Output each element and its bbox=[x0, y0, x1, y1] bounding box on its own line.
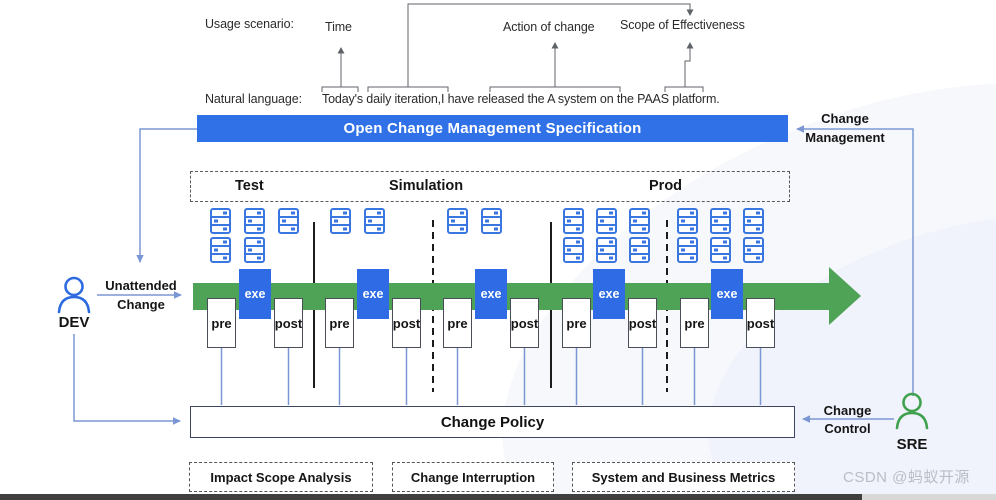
exe-box: exe bbox=[475, 269, 507, 319]
unattended-label-line1: Unattended bbox=[105, 278, 177, 293]
open-change-management-banner: Open Change Management Specification bbox=[197, 115, 788, 142]
server-icon bbox=[563, 237, 584, 263]
env-prod: Prod bbox=[649, 178, 683, 194]
server-icon bbox=[710, 208, 731, 234]
dev-person-icon bbox=[57, 276, 91, 314]
change-policy-box: Change Policy bbox=[190, 406, 795, 438]
pre-box: pre bbox=[562, 298, 591, 348]
capability-system-business-metrics: System and Business Metrics bbox=[572, 462, 795, 492]
pre-box: pre bbox=[443, 298, 472, 348]
server-icon bbox=[743, 237, 764, 263]
server-icon bbox=[563, 208, 584, 234]
post-box: post bbox=[274, 298, 303, 348]
pre-box: pre bbox=[680, 298, 709, 348]
server-icon bbox=[278, 208, 299, 234]
exe-box: exe bbox=[357, 269, 389, 319]
capability-change-interruption: Change Interruption bbox=[392, 462, 554, 492]
server-icon bbox=[244, 237, 265, 263]
server-icon bbox=[677, 208, 698, 234]
server-icon bbox=[710, 237, 731, 263]
sre-person-icon bbox=[895, 392, 929, 430]
exe-box: exe bbox=[239, 269, 271, 319]
server-icon bbox=[330, 208, 351, 234]
pipeline-arrow-head bbox=[829, 267, 861, 325]
env-test: Test bbox=[235, 178, 264, 194]
server-icon bbox=[596, 208, 617, 234]
sre-label: SRE bbox=[896, 436, 928, 453]
server-icon bbox=[596, 237, 617, 263]
post-box: post bbox=[746, 298, 775, 348]
env-simulation: Simulation bbox=[389, 178, 464, 194]
server-icon bbox=[364, 208, 385, 234]
server-icon bbox=[210, 237, 231, 263]
post-box: post bbox=[628, 298, 657, 348]
server-icon bbox=[629, 208, 650, 234]
progress-bar-filled bbox=[0, 494, 862, 500]
server-icon bbox=[629, 237, 650, 263]
environments-box bbox=[190, 171, 790, 202]
natural-language-sentence: Today's daily iteration,I have released … bbox=[322, 92, 720, 106]
progress-bar-rest bbox=[862, 494, 996, 500]
dev-label: DEV bbox=[58, 314, 90, 331]
capability-impact-scope-analysis: Impact Scope Analysis bbox=[189, 462, 373, 492]
server-icon bbox=[743, 208, 764, 234]
post-box: post bbox=[510, 298, 539, 348]
watermark: CSDN @蚂蚁开源 bbox=[843, 469, 970, 486]
change-management-label-line1: Change bbox=[821, 111, 869, 126]
post-box: post bbox=[392, 298, 421, 348]
change-control-label-line2: Control bbox=[824, 421, 871, 436]
pre-box: pre bbox=[325, 298, 354, 348]
natural-language-label: Natural language: bbox=[205, 92, 302, 106]
usage-scenario-label: Usage scenario: bbox=[205, 17, 294, 31]
unattended-label-line2: Change bbox=[117, 297, 165, 312]
change-management-label-line2: Management bbox=[805, 130, 885, 145]
change-control-label-line1: Change bbox=[823, 403, 872, 418]
server-icon bbox=[677, 237, 698, 263]
server-icon bbox=[244, 208, 265, 234]
concept-action-of-change: Action of change bbox=[503, 20, 595, 34]
concept-time: Time bbox=[325, 20, 352, 34]
exe-box: exe bbox=[711, 269, 743, 319]
server-icon bbox=[481, 208, 502, 234]
concept-scope-of-effectiveness: Scope of Effectiveness bbox=[620, 18, 745, 32]
server-icon bbox=[210, 208, 231, 234]
exe-box: exe bbox=[593, 269, 625, 319]
pre-box: pre bbox=[207, 298, 236, 348]
server-icon bbox=[447, 208, 468, 234]
